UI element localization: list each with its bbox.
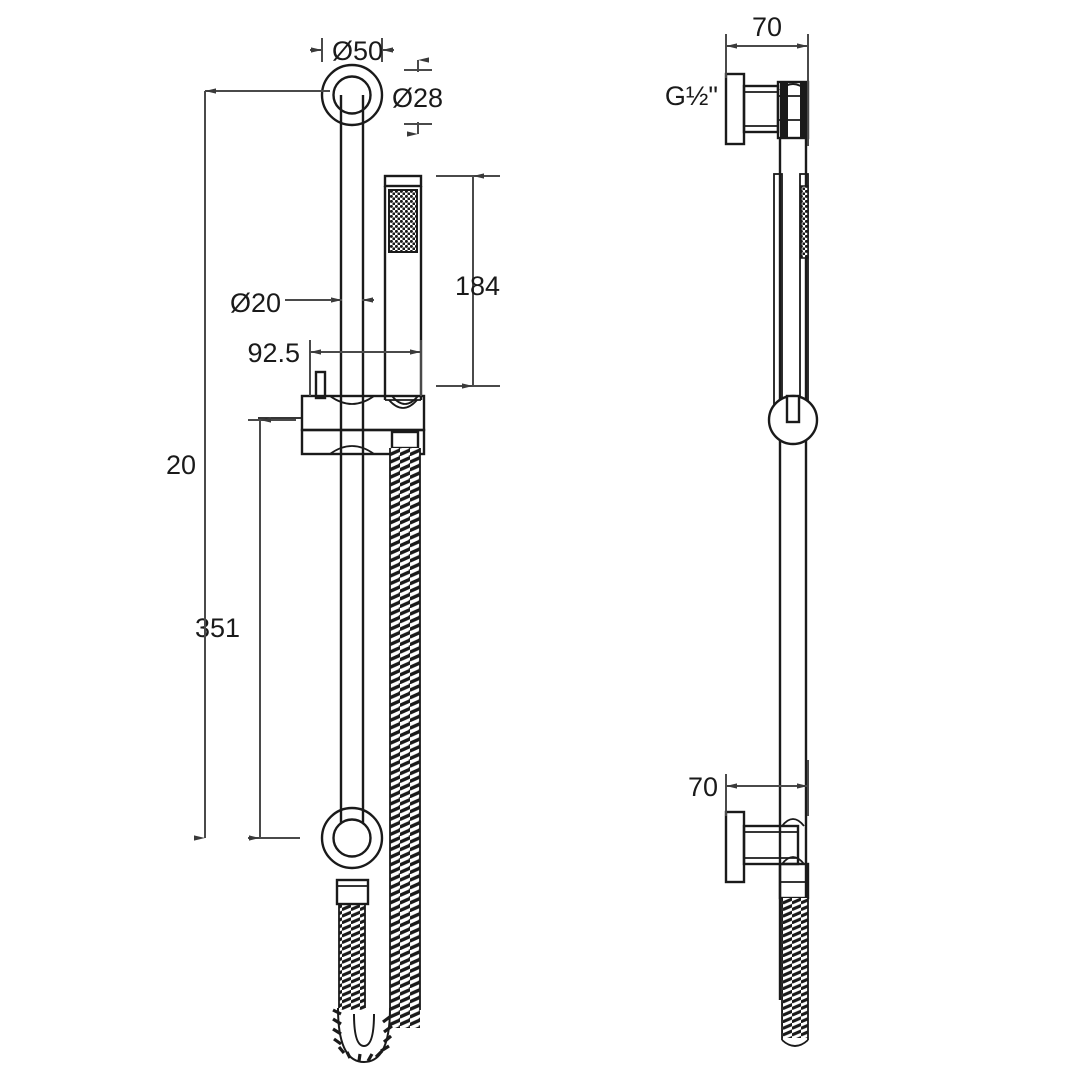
dimension-wall-projection-bottom: 70 bbox=[688, 760, 809, 816]
dimension-handset-length: 184 bbox=[436, 173, 500, 389]
dimension-wall-projection-top: 70 bbox=[725, 12, 809, 146]
dim-label-rail-dia: Ø20 bbox=[230, 288, 281, 318]
dim-label-slider-travel: 351 bbox=[195, 613, 240, 643]
dim-label-projection-bottom: 70 bbox=[688, 772, 718, 802]
dim-label-handset-projection: 92.5 bbox=[247, 338, 300, 368]
bottom-wall-bracket bbox=[320, 806, 384, 870]
adjustable-slider-holder-side bbox=[767, 394, 819, 446]
top-wall-bracket-side bbox=[724, 72, 810, 146]
dim-label-flange-dia: Ø50 bbox=[332, 36, 383, 66]
slide-rail-side bbox=[778, 138, 808, 1000]
hose-connection-nut bbox=[390, 430, 420, 450]
dimension-overall-length: 20 bbox=[166, 88, 330, 841]
slide-rail bbox=[339, 95, 365, 838]
dim-label-handset-length: 184 bbox=[455, 271, 500, 301]
adjustable-slider-holder bbox=[258, 370, 426, 456]
top-wall-bracket bbox=[320, 63, 384, 127]
dimension-handset-projection: 92.5 bbox=[247, 338, 422, 396]
dim-label-inlet-thread: G½" bbox=[665, 81, 718, 111]
front-view: Ø50 Ø28 Ø20 92.5 184 bbox=[166, 36, 500, 1064]
dim-label-overall-length: 20 bbox=[166, 450, 196, 480]
dimension-bracket-boss-dia: Ø28 bbox=[392, 57, 443, 137]
perforated-spray-face-side bbox=[800, 185, 809, 259]
dim-label-projection-top: 70 bbox=[752, 12, 782, 42]
dimension-rail-dia: Ø20 bbox=[230, 288, 374, 318]
bottom-wall-bracket-side bbox=[724, 810, 810, 900]
wall-outlet-elbow bbox=[778, 862, 810, 900]
slider-clamp-lever bbox=[258, 370, 327, 419]
dimension-slider-travel: 351 bbox=[195, 417, 300, 841]
shower-handset bbox=[383, 174, 423, 409]
dimension-bracket-flange-dia: Ø50 bbox=[310, 36, 394, 66]
flexible-coiled-hose bbox=[332, 430, 421, 1064]
flexible-coiled-hose-side bbox=[781, 898, 809, 1047]
side-view: G½" 70 70 bbox=[665, 12, 819, 1047]
dim-label-boss-dia: Ø28 bbox=[392, 83, 443, 113]
perforated-spray-face bbox=[388, 189, 418, 253]
callout-inlet-thread: G½" bbox=[665, 81, 718, 111]
